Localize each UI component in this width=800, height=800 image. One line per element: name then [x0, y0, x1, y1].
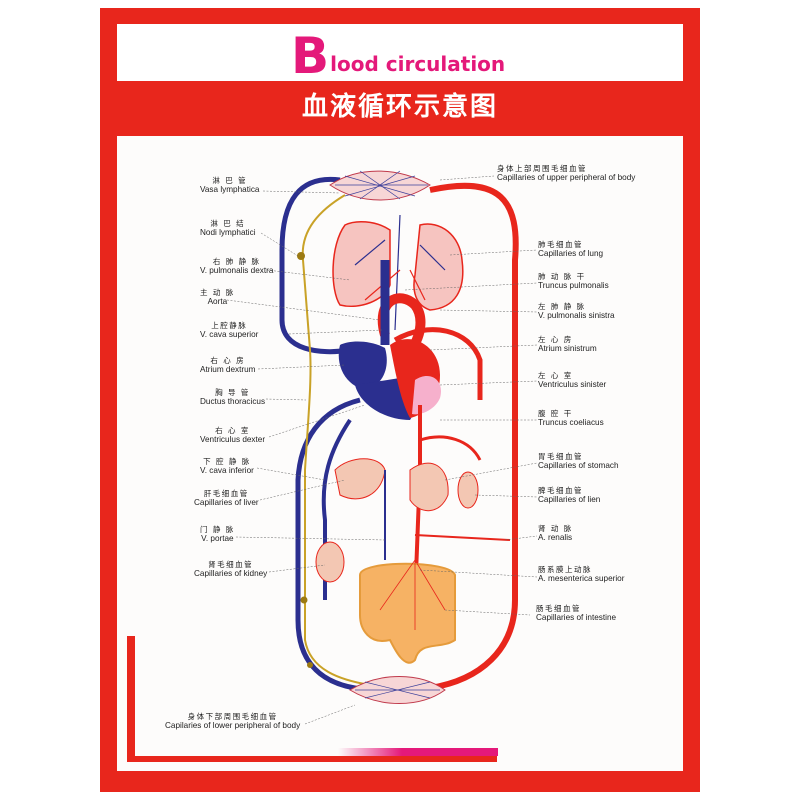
intestine-vessels [379, 559, 446, 630]
lymph-node-lower [307, 662, 313, 668]
kidney-capillary-net [315, 541, 345, 583]
decorative-bar-vertical [127, 636, 135, 762]
systemic-artery-loop [429, 182, 519, 691]
leader-lines [226, 175, 538, 725]
left-ventricle-pericardium [412, 376, 441, 415]
right-atrium [338, 341, 387, 390]
inferior-vena-cava [321, 418, 352, 600]
stomach-capillary-net [409, 462, 449, 512]
left-lung [413, 223, 464, 311]
lymph-node-middle [300, 596, 308, 604]
title-rest-text: lood circulation [330, 52, 506, 76]
lower-capillary-mesh [355, 681, 440, 699]
systemic-artery-inner [393, 327, 483, 400]
liver-capillary-net [334, 458, 386, 500]
english-title: B lood circulation [291, 27, 506, 85]
lymphatic-vessel [301, 194, 371, 686]
header-panel [117, 24, 683, 81]
lymph-node-upper [297, 252, 305, 260]
right-lung [332, 220, 391, 307]
systemic-vein-loop-upper [279, 176, 351, 355]
spleen-capillary-net [457, 471, 479, 509]
decorative-bar-horizontal [127, 756, 497, 762]
title-initial-letter: B [291, 27, 330, 85]
renal-artery [414, 534, 511, 541]
decorative-pink-stripe [338, 748, 498, 756]
systemic-vein-loop-lower [295, 397, 381, 693]
upper-capillary-mesh [335, 170, 428, 200]
coeliac-branch [419, 435, 482, 461]
circulation-diagram [226, 170, 538, 725]
intestine [359, 562, 456, 664]
chinese-title: 血液循环示意图 [301, 92, 498, 122]
upper-capillary-net [329, 170, 431, 201]
